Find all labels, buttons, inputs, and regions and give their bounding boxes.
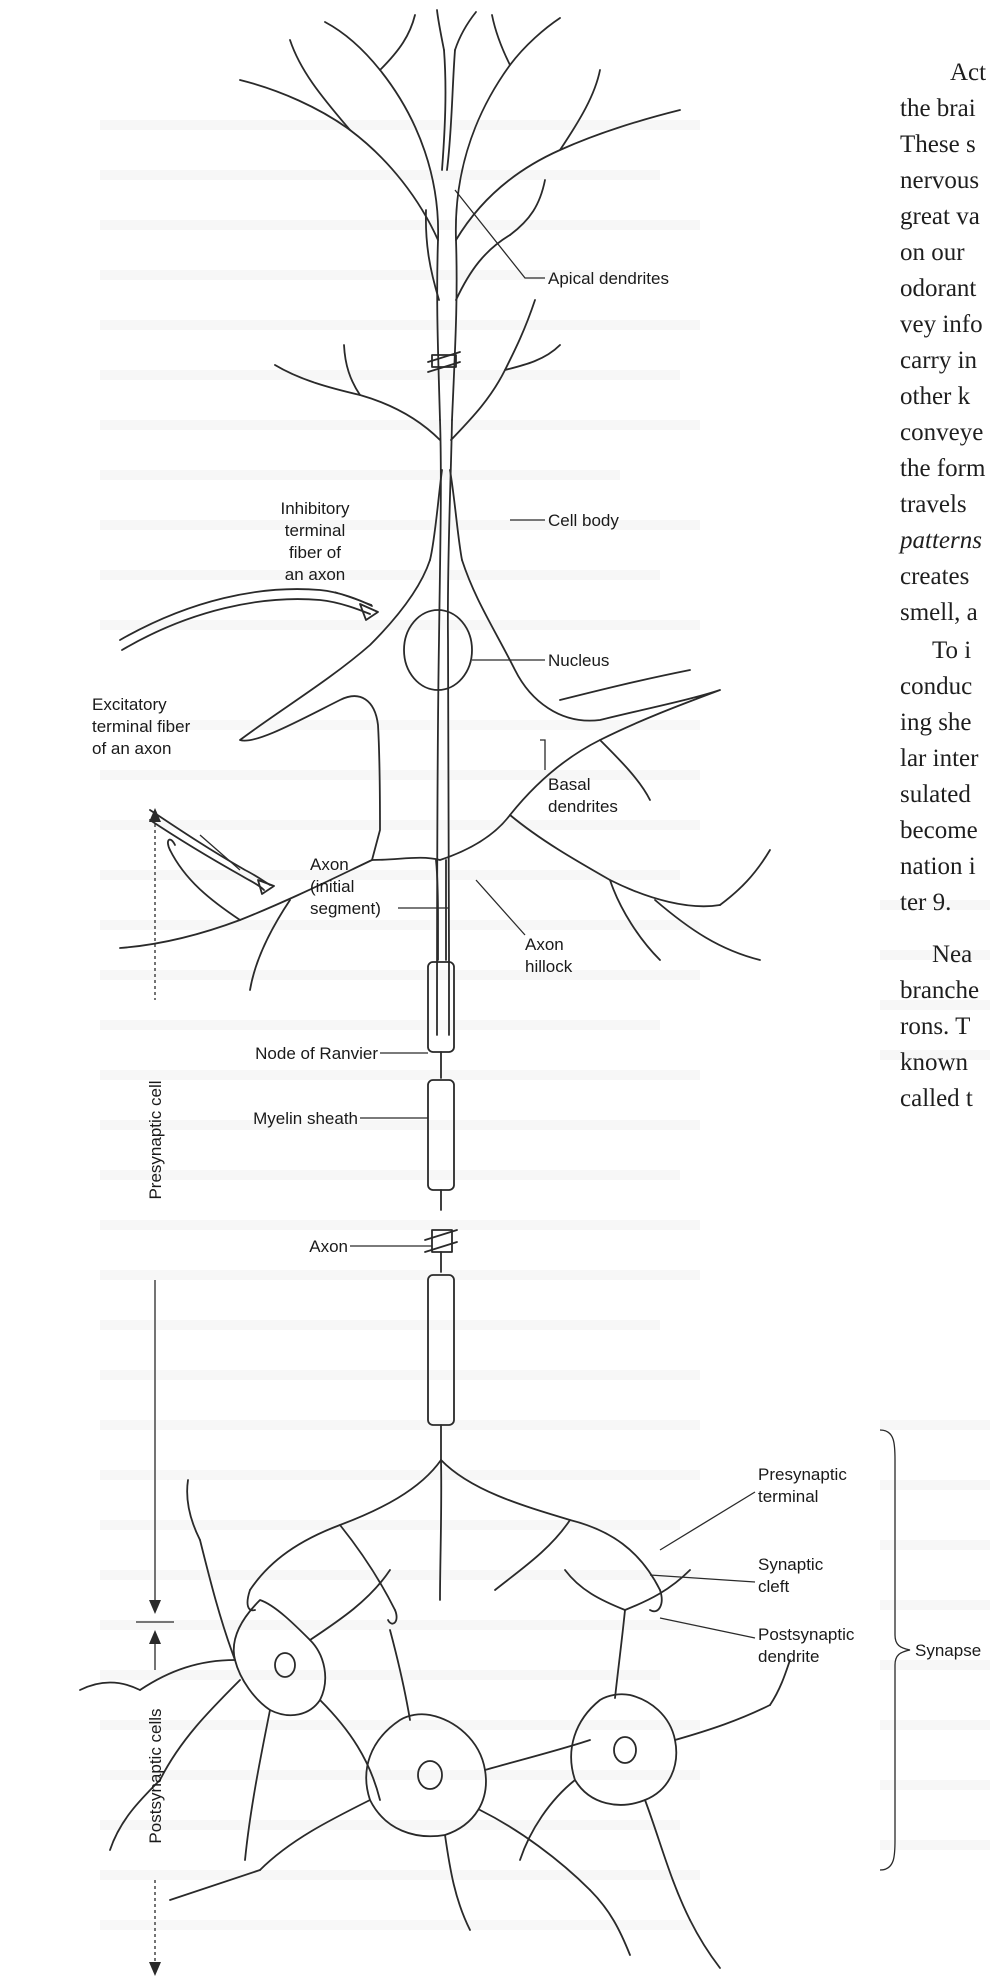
label-basal-line1: Basal (548, 775, 591, 794)
label-postsynaptic-dendrite-line2: dendrite (758, 1647, 819, 1666)
diagram-labels: Apical dendrites Inhibitory terminal fib… (92, 269, 981, 1844)
label-basal-line2: dendrites (548, 797, 618, 816)
cell-body-outline (239, 559, 721, 861)
postsynaptic-cell-left (79, 1479, 391, 1861)
label-postsynaptic-cells: Postsynaptic cells (146, 1708, 165, 1843)
label-axon-hillock-line2: hillock (525, 957, 573, 976)
body-line: rons. T (900, 1013, 970, 1040)
lower-apical-branches (274, 299, 561, 561)
label-presynaptic-terminal-line2: terminal (758, 1487, 818, 1506)
label-inhibitory-line2: terminal (285, 521, 345, 540)
body-line: on our (900, 239, 965, 266)
body-line: ing she (900, 709, 972, 736)
label-axon-initial-line3: segment) (310, 899, 381, 918)
axon-terminal-arbor (246, 1459, 663, 1625)
label-cell-body: Cell body (548, 511, 619, 530)
synapse-brace (879, 1429, 911, 1871)
label-presynaptic-terminal-line1: Presynaptic (758, 1465, 847, 1484)
label-presynaptic-cell: Presynaptic cell (146, 1080, 165, 1199)
body-line: called t (900, 1085, 973, 1112)
body-text-column: Act the brai These s nervous great va on… (898, 59, 986, 1112)
label-axon-initial-line1: Axon (310, 855, 349, 874)
body-line: creates (900, 563, 969, 590)
body-line: conduc (900, 673, 972, 700)
apical-dendrite-tree (239, 9, 681, 1036)
label-excitatory-line3: of an axon (92, 739, 171, 758)
body-line: travels (900, 491, 967, 518)
apical-break-mark (427, 351, 461, 373)
body-line: odorant (900, 275, 976, 302)
body-line: carry in (900, 347, 978, 374)
excitatory-terminal-fiber (149, 809, 275, 895)
presynaptic-neuron (119, 9, 771, 1625)
nucleus (403, 609, 473, 691)
label-synaptic-cleft-line1: Synaptic (758, 1555, 824, 1574)
label-excitatory-line1: Excitatory (92, 695, 167, 714)
label-synaptic-cleft-line2: cleft (758, 1577, 789, 1596)
postsynaptic-cell-right (519, 1569, 791, 1969)
label-nucleus: Nucleus (548, 651, 609, 670)
body-line: Act (950, 59, 986, 86)
body-line: smell, a (900, 599, 978, 626)
label-axon: Axon (309, 1237, 348, 1256)
body-line: ter 9. (900, 889, 951, 916)
axon-trunk (424, 859, 458, 1461)
postsynaptic-neurons (79, 1479, 791, 1969)
label-excitatory-line2: terminal fiber (92, 717, 191, 736)
label-inhibitory-line4: an axon (285, 565, 346, 584)
basal-dendrite-tree (119, 669, 771, 991)
body-line: become (900, 817, 978, 844)
body-line: branche (900, 977, 979, 1004)
body-line: the form (900, 455, 986, 482)
body-line: sulated (900, 781, 971, 808)
label-axon-initial-line2: (initial (310, 877, 354, 896)
body-line: great va (900, 203, 980, 230)
body-line: the brai (900, 95, 976, 122)
body-line: To i (932, 637, 971, 664)
body-line: conveye (900, 419, 983, 446)
body-line: lar inter (900, 745, 979, 772)
body-line: Nea (932, 941, 972, 968)
label-inhibitory-line1: Inhibitory (281, 499, 350, 518)
label-node-of-ranvier: Node of Ranvier (255, 1044, 378, 1063)
cell-extent-scale (136, 808, 174, 1976)
label-inhibitory-line3: fiber of (289, 543, 341, 562)
inhibitory-terminal-fiber (119, 588, 379, 651)
body-line: vey info (900, 311, 983, 338)
leader-lines (199, 189, 756, 1639)
label-postsynaptic-dendrite-line1: Postsynaptic (758, 1625, 855, 1644)
body-line: nervous (900, 167, 979, 194)
body-line: These s (900, 131, 976, 158)
postsynaptic-cell-middle (169, 1629, 631, 1956)
body-line: other k (900, 383, 971, 410)
label-myelin-sheath: Myelin sheath (253, 1109, 358, 1128)
body-line: nation i (900, 853, 976, 880)
label-synapse: Synapse (915, 1641, 981, 1660)
body-line: known (900, 1049, 969, 1076)
body-line-italic: patterns (898, 527, 982, 554)
label-apical-dendrites: Apical dendrites (548, 269, 669, 288)
label-axon-hillock-line1: Axon (525, 935, 564, 954)
